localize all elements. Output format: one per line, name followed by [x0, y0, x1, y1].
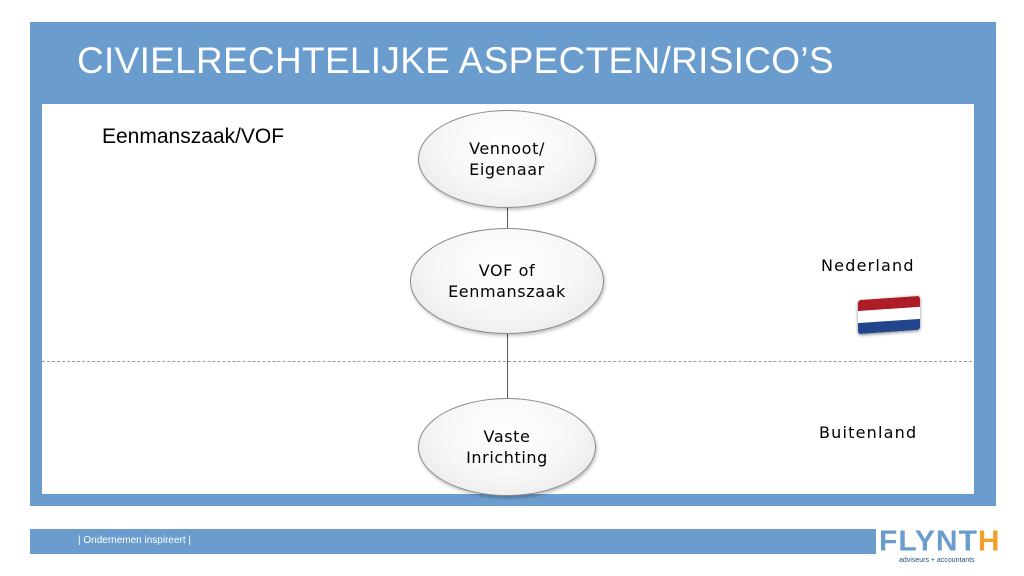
region-label-nederland: Nederland [821, 256, 915, 275]
connector-entity-establishment [507, 332, 508, 398]
node-owner-label: Vennoot/ Eigenaar [469, 139, 545, 179]
node-establishment: Vaste Inrichting [418, 398, 596, 496]
footer-bar [30, 529, 876, 554]
node-owner: Vennoot/ Eigenaar [418, 110, 596, 208]
slide-title: CIVIELRECHTELIJKE ASPECTEN/RISICO’S [77, 40, 834, 81]
node-entity: VOF of Eenmanszaak [410, 228, 604, 334]
node-entity-label: VOF of Eenmanszaak [448, 261, 566, 301]
node-establishment-label: Vaste Inrichting [466, 427, 548, 467]
logo-wordmark: FLYNTH [879, 525, 1001, 558]
logo-word-accent: H [977, 525, 1001, 558]
region-label-buitenland: Buitenland [819, 423, 918, 442]
flynth-logo: FLYNTH adviseurs + accountants [879, 526, 1000, 568]
netherlands-flag-icon [858, 295, 920, 335]
logo-word-main: FLYNT [879, 525, 978, 558]
slide-subtitle: Eenmanszaak/VOF [102, 125, 285, 148]
logo-tagline: adviseurs + accountants [899, 557, 975, 564]
footer-tagline: | Ondernemen inspireert | [78, 535, 192, 546]
connector-owner-entity [507, 206, 508, 228]
